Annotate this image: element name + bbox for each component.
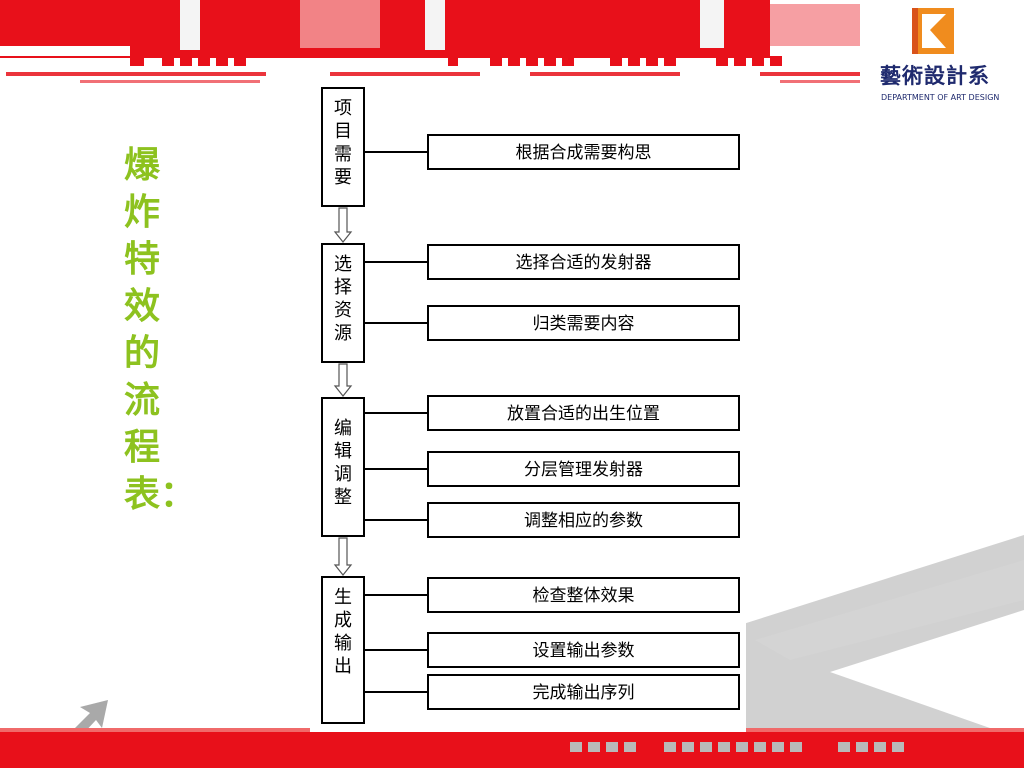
step-label: 设置输出参数 [533, 641, 635, 661]
stage-label-char: 生 [334, 587, 352, 608]
step-label: 根据合成需要构思 [516, 143, 652, 163]
step-label: 选择合适的发射器 [516, 253, 652, 273]
stage-box [321, 243, 365, 363]
step-label: 放置合适的出生位置 [507, 404, 660, 424]
stage-label-char: 源 [334, 323, 352, 344]
stage-label-char: 成 [334, 610, 352, 631]
stage-label-char: 择 [334, 277, 352, 298]
stage-label-char: 目 [334, 121, 352, 142]
stage-box [321, 87, 365, 207]
step-box [427, 305, 740, 341]
down-arrow-icon [333, 363, 353, 397]
step-box [427, 451, 740, 487]
step-box [427, 577, 740, 613]
step-box [427, 674, 740, 710]
gray-arrow-decoration [740, 535, 1024, 768]
stage-label-char: 编 [334, 418, 352, 439]
step-box [427, 395, 740, 431]
logo-icon [912, 8, 954, 54]
header-banner [0, 0, 860, 83]
step-label: 分层管理发射器 [524, 460, 643, 480]
step-box [427, 134, 740, 170]
title-char: 程 [124, 426, 161, 468]
stage-label-char: 选 [334, 254, 352, 275]
stage-label-char: 要 [334, 167, 352, 188]
step-label: 检查整体效果 [533, 586, 635, 606]
stage-label-char: 辑 [334, 441, 352, 462]
title-char: 表： [124, 473, 197, 515]
down-arrow-icon [333, 207, 353, 243]
title-char: 效 [124, 285, 161, 327]
step-label: 归类需要内容 [533, 314, 635, 334]
title-char: 爆 [124, 144, 161, 186]
stage-label-char: 整 [334, 487, 352, 508]
page-title: 爆炸特效的流程表： [124, 142, 197, 518]
stage-label-char: 需 [334, 144, 352, 165]
stage-label-char: 资 [334, 300, 352, 321]
stage-label-char: 调 [334, 464, 352, 485]
step-box [427, 502, 740, 538]
stage-label-char: 出 [334, 656, 352, 677]
stage-label-char: 项 [334, 98, 352, 119]
down-arrow-icon [333, 537, 353, 576]
step-box [427, 244, 740, 280]
step-label: 完成输出序列 [533, 683, 635, 703]
stage-box [321, 576, 365, 724]
step-box [427, 632, 740, 668]
logo-subtitle: DEPARTMENT OF ART DESIGN [881, 93, 1000, 102]
title-char: 特 [124, 238, 161, 280]
logo-name: 藝術設計系 [880, 64, 990, 88]
title-char: 的 [124, 332, 161, 374]
title-char: 流 [124, 379, 161, 421]
stage-label-char: 输 [334, 633, 352, 654]
stage-box [321, 397, 365, 537]
title-char: 炸 [124, 191, 161, 233]
step-label: 调整相应的参数 [524, 511, 643, 531]
